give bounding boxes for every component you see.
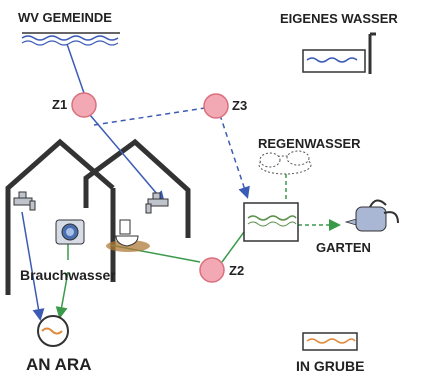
cesspit-icon — [302, 332, 358, 351]
garten-label: GARTEN — [316, 240, 371, 255]
own-water-tank-icon — [302, 32, 376, 74]
supply-lines — [21, 43, 250, 321]
in-grube-label: IN GRUBE — [296, 358, 364, 374]
house-outline — [5, 138, 191, 295]
rainwater-tank-icon — [243, 202, 299, 242]
an-ara-label: AN ARA — [26, 355, 91, 374]
left-tap-icon — [13, 191, 36, 211]
wv-gemeinde-label: WV GEMEINDE — [18, 10, 112, 25]
watering-can-icon — [344, 199, 399, 232]
recycled-water-lines — [55, 174, 341, 319]
toilet-icon — [106, 219, 150, 252]
brauchwasser-label: Brauchwasser — [20, 267, 116, 283]
rain-cloud-icon — [258, 150, 312, 175]
meter-z1 — [71, 92, 97, 118]
washing-machine-icon — [55, 219, 85, 245]
meter-z2 — [199, 257, 225, 283]
meter-z3-label: Z3 — [232, 98, 247, 113]
sewage-plant-icon — [37, 315, 69, 347]
meter-z1-label: Z1 — [52, 97, 67, 112]
meter-z3 — [203, 93, 229, 119]
eigenes-wasser-label: EIGENES WASSER — [280, 11, 398, 26]
meter-z2-label: Z2 — [229, 263, 244, 278]
right-tap-icon — [145, 192, 169, 214]
regenwasser-label: REGENWASSER — [258, 136, 361, 151]
municipal-water-source-icon — [21, 32, 120, 46]
